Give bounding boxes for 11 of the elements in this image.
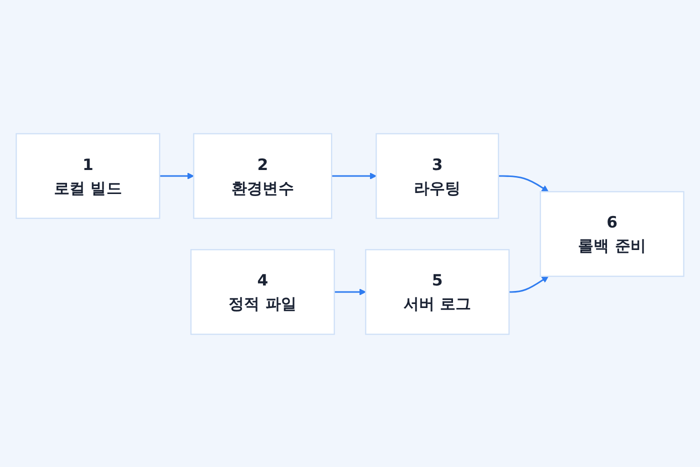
node-box: 2 환경변수	[193, 132, 332, 218]
arrow	[334, 288, 366, 295]
node-box: 1 로컬 빌드	[16, 132, 160, 218]
node-box: 4 정적 파일	[190, 248, 335, 334]
arrow	[160, 172, 194, 179]
node-box: 3 라우팅	[376, 132, 500, 218]
node-box: 5 서버 로그	[365, 248, 510, 334]
arrow	[509, 276, 549, 292]
arrow	[332, 172, 377, 179]
node-box: 6 롤백 준비	[540, 190, 684, 276]
arrow	[498, 174, 549, 192]
